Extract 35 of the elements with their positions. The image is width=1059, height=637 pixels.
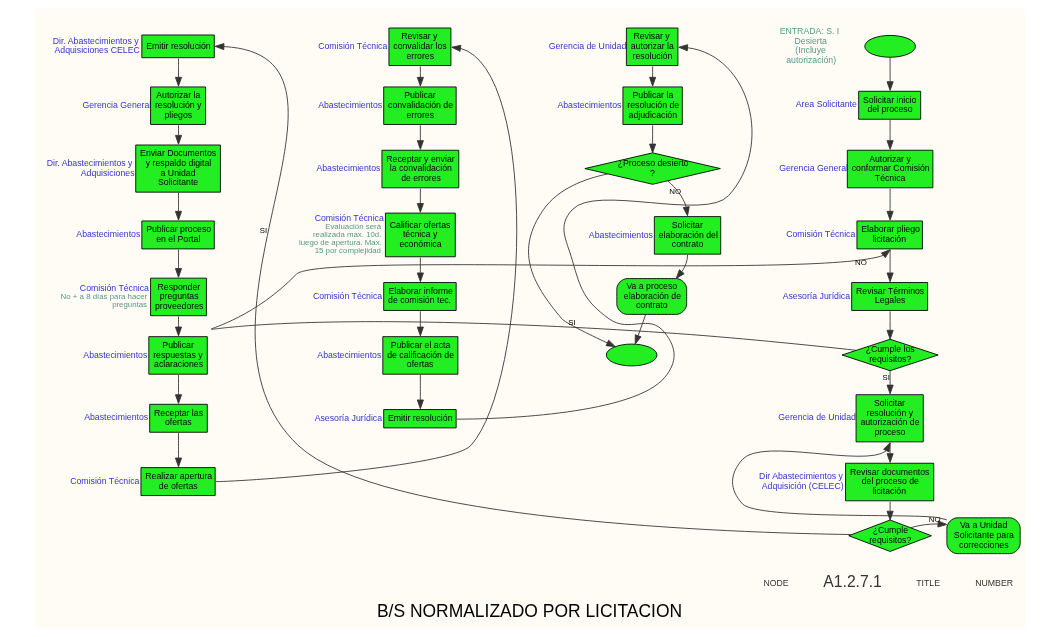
node-label: No + a 8 días para hacer preguntas [60, 291, 148, 309]
node-label: Abastecimientos [557, 99, 622, 110]
edge-label: SI [259, 226, 268, 236]
edge-label: NO [669, 186, 682, 196]
node-label: Comisión Técnica [70, 475, 140, 486]
node-label: Evaluación será realizada max. 10d. luego de apertura. Max. 15 por complejidad [298, 222, 382, 255]
node-label: Abastecimientos [316, 163, 381, 174]
node-label: Comisión Técnica [786, 229, 856, 240]
node-label: Abastecimientos [588, 229, 653, 240]
edge-label: NO [854, 258, 867, 268]
node-label: Asesoría Jurídica [782, 290, 851, 301]
label: NODE [763, 577, 789, 588]
node-label: Comisión Técnica [318, 40, 388, 51]
diagram-title: B/S NORMALIZADO POR LICITACION [376, 600, 683, 621]
label: A1.2.7.1 [823, 573, 882, 591]
node-label: Abastecimientos [318, 99, 383, 110]
label: TITLE [916, 577, 941, 588]
node-label: Gerencia de Unidad [548, 40, 627, 51]
node-label: Abastecimientos [76, 229, 141, 240]
label: NUMBER [975, 577, 1014, 588]
node-label: Dir. Abastecimientos y Adquisiciones [46, 157, 135, 178]
node-label: Comisión Técnica [79, 282, 149, 293]
edge-label: SI [882, 373, 890, 383]
node-label: Dir. Abastecimientos y Adquisiciones CELEC [52, 35, 140, 56]
node-label: Abastecimientos [317, 349, 382, 360]
node-label: Abastecimientos [84, 412, 149, 423]
node-label: Asesoría Jurídica [314, 412, 383, 423]
label: ENTRADA: S. I Desierta (Incluye autorización) [779, 26, 840, 65]
node-label: Comisión Técnica [312, 290, 383, 301]
node-label: Gerencia de Unidad [778, 412, 856, 423]
edge-label: SI [568, 318, 576, 328]
node-label: Comisión Técnica [314, 212, 384, 223]
node-label: Dir Abastecimientos y Adquisición (CELEC) [759, 471, 844, 492]
node-label: Area Solicitante [795, 99, 857, 110]
node-label: Abastecimientos [83, 349, 148, 360]
